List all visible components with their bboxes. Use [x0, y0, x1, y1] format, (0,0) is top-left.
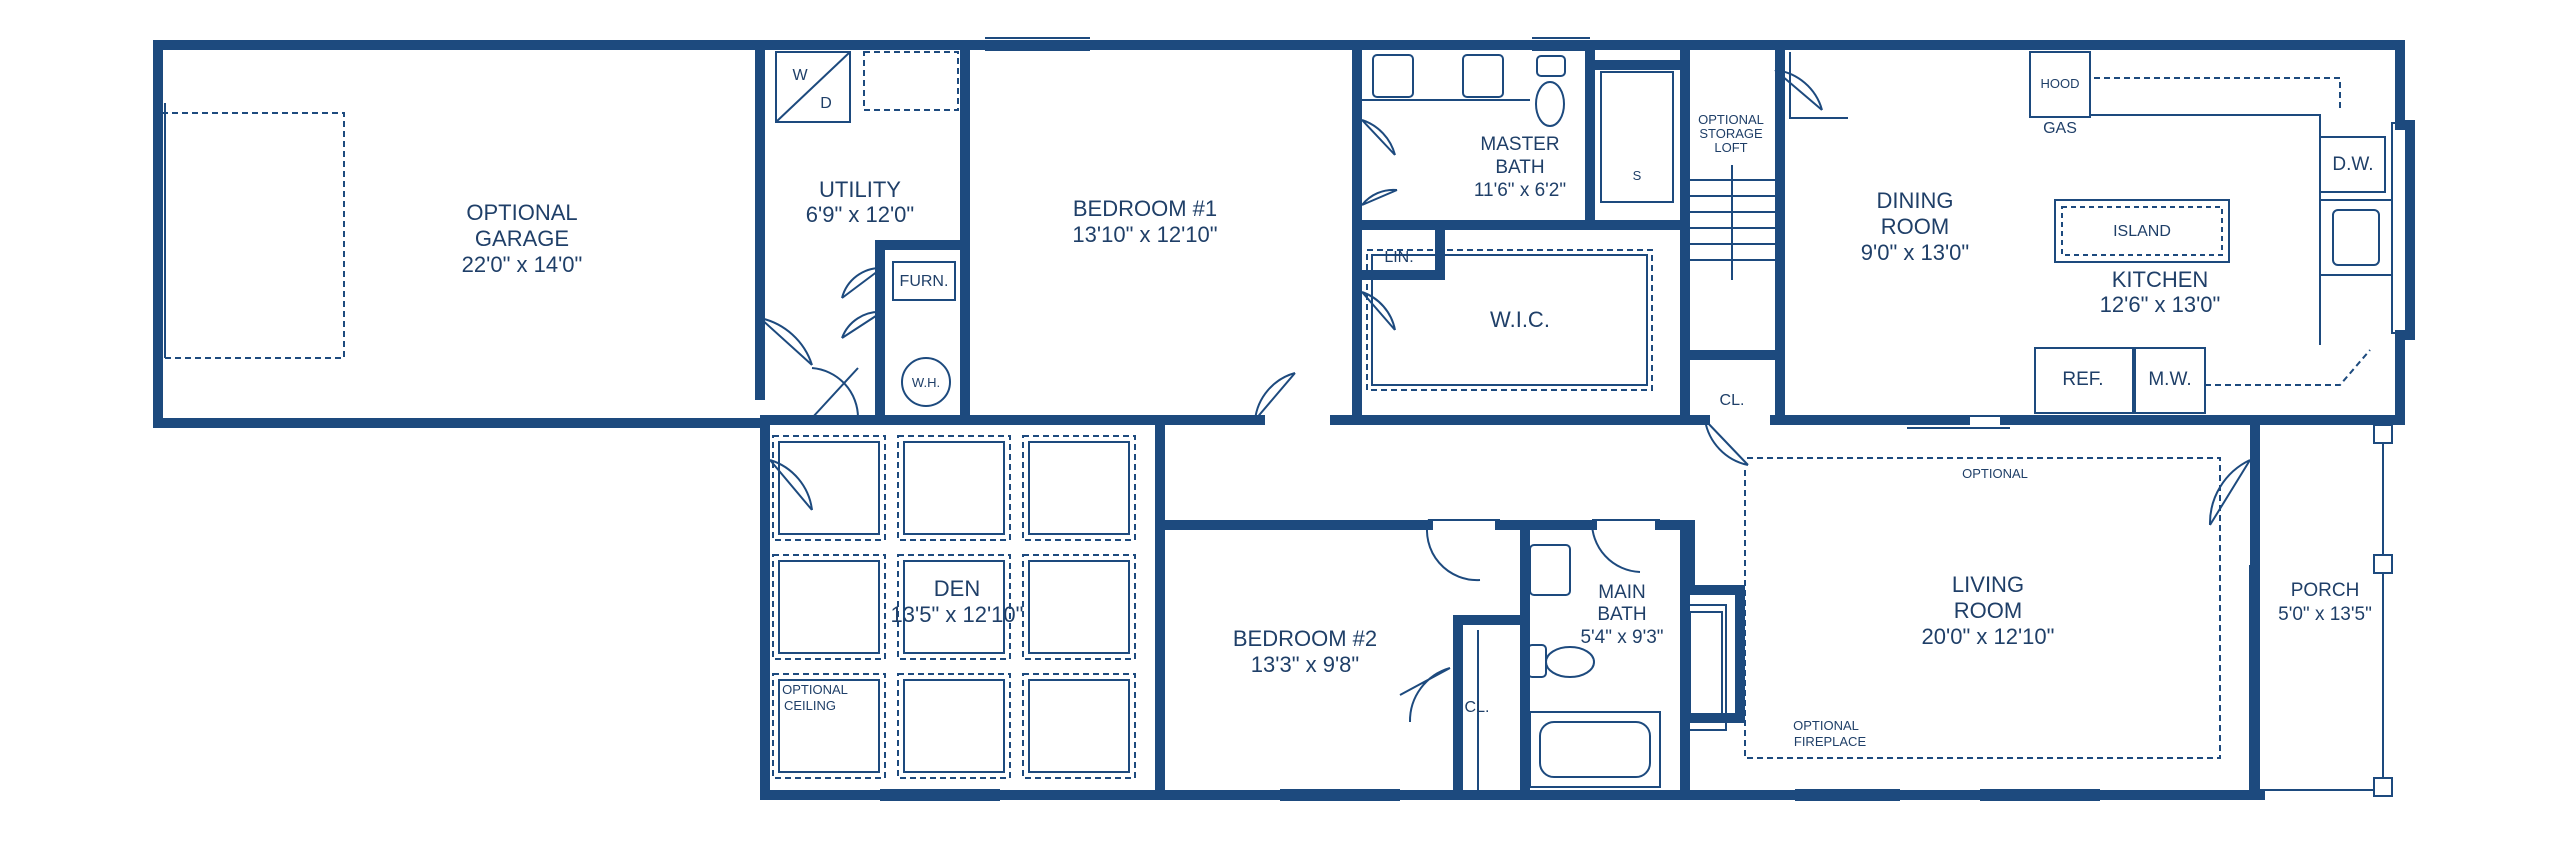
- fireplace-box: [1689, 611, 1723, 716]
- porch-dims: 5'0" x 13'5": [2278, 604, 2372, 625]
- south-wall: [760, 415, 2265, 800]
- island-outline: [2054, 199, 2230, 263]
- bedroom1-name: BEDROOM #1: [1073, 196, 1217, 221]
- den-ceiling-2: CEILING: [784, 698, 836, 713]
- fireplace-note-2: FIREPLACE: [1794, 734, 1867, 749]
- living-name-1: LIVING: [1952, 572, 2024, 597]
- door-swings: [759, 69, 2251, 723]
- linen-label: LIN.: [1384, 249, 1413, 266]
- optional-note: OPTIONAL: [1962, 466, 2028, 481]
- living-dims: 20'0" x 12'10": [1922, 624, 2055, 649]
- dw-box: [2319, 136, 2386, 193]
- dryer-label: D: [820, 95, 832, 112]
- main-toilet-tank: [1527, 644, 1547, 678]
- washer-dryer-divider: [775, 51, 851, 123]
- master-bath-dims: 11'6" x 6'2": [1474, 180, 1566, 201]
- bedroom2-name: BEDROOM #2: [1233, 626, 1377, 651]
- island-inner: [2061, 206, 2223, 256]
- wic-inner: [1371, 254, 1648, 386]
- garage-name-2: GARAGE: [475, 226, 569, 251]
- dining-dims: 9'0" x 13'0": [1861, 240, 1969, 265]
- upper-cabinets: [2089, 52, 2341, 108]
- bed2-closet-wall: [1453, 615, 1530, 800]
- room-labels: OPTIONAL GARAGE 22'0" x 14'0" UTILITY 6'…: [462, 67, 2374, 749]
- bedroom2-dims: 13'3" x 9'8": [1251, 652, 1359, 677]
- utility-dims: 6'9" x 12'0": [806, 202, 914, 227]
- vanity-sink-2: [1462, 54, 1504, 98]
- garage-wall-outer: [153, 40, 765, 428]
- garage-name-1: OPTIONAL: [466, 200, 577, 225]
- shower-label: S: [1633, 168, 1642, 183]
- garage-dims: 22'0" x 14'0": [462, 252, 583, 277]
- porch-post-3: [2373, 777, 2393, 797]
- walls: [153, 40, 2415, 800]
- fireplace-wall: [1680, 585, 1745, 723]
- storage-label-2: STORAGE: [1699, 126, 1763, 141]
- east-wall-upper: [2395, 40, 2415, 425]
- dining-name-2: ROOM: [1881, 214, 1949, 239]
- utility-name: UTILITY: [819, 177, 901, 202]
- kitchen-sink: [2332, 209, 2380, 266]
- porch-post-2: [2373, 554, 2393, 574]
- dw-label: D.W.: [2332, 154, 2373, 175]
- fireplace-note-1: OPTIONAL: [1793, 718, 1859, 733]
- mw-box: [2134, 347, 2206, 414]
- den-name: DEN: [934, 576, 980, 601]
- tub-basin: [1539, 721, 1651, 778]
- storage-label-3: LOFT: [1714, 140, 1747, 155]
- main-bath-name-1: MAIN: [1598, 582, 1646, 603]
- ref-label: REF.: [2062, 369, 2103, 390]
- wic-label: W.I.C.: [1490, 307, 1550, 332]
- den-dims: 13'5" x 12'10": [891, 602, 1024, 627]
- range-box: [2029, 51, 2091, 118]
- island-label: ISLAND: [2113, 223, 2171, 240]
- main-bath-dims: 5'4" x 9'3": [1580, 627, 1663, 648]
- main-bath-name-2: BATH: [1597, 604, 1646, 625]
- master-toilet-tank: [1536, 55, 1566, 77]
- den-ceiling-solid: [778, 441, 1130, 773]
- main-toilet-bowl: [1545, 646, 1595, 678]
- garage-dashed-outline: [161, 112, 345, 359]
- gas-label: GAS: [2043, 120, 2077, 137]
- water-heater-circle: [901, 357, 951, 407]
- shower-pan: [1600, 71, 1674, 203]
- lower-cabinets-dashed: [2205, 349, 2371, 386]
- furnace-box: [892, 261, 956, 301]
- washer-label: W: [792, 67, 808, 84]
- master-bath-name-1: MASTER: [1480, 134, 1559, 155]
- wic-shelves: [1366, 249, 1653, 391]
- washer-dryer-box: [775, 51, 851, 123]
- kitchen-name: KITCHEN: [2112, 267, 2209, 292]
- utility-closet-wall: [875, 240, 970, 425]
- porch-post-1: [2373, 424, 2393, 444]
- mw-label: M.W.: [2148, 369, 2191, 390]
- master-bath-name-2: BATH: [1495, 157, 1544, 178]
- furnace-label: FURN.: [900, 273, 949, 290]
- den-ceiling-1: OPTIONAL: [782, 682, 848, 697]
- main-bath-sink: [1529, 544, 1571, 596]
- fireplace-hearth: [1687, 604, 1727, 731]
- ref-box: [2034, 347, 2134, 414]
- stair-treads: [1690, 165, 1775, 280]
- porch-name: PORCH: [2291, 580, 2360, 601]
- hood-label: HOOD: [2041, 76, 2080, 91]
- hall-closet-label: CL.: [1720, 392, 1745, 409]
- water-heater-label: W.H.: [912, 375, 940, 390]
- bed2-closet-label: CL.: [1465, 699, 1490, 716]
- kitchen-dims: 12'6" x 13'0": [2100, 292, 2221, 317]
- storage-label-1: OPTIONAL: [1698, 112, 1764, 127]
- vanity-sink-1: [1372, 54, 1414, 98]
- living-name-2: ROOM: [1954, 598, 2022, 623]
- utility-cabinet: [863, 51, 959, 111]
- master-toilet-bowl: [1535, 81, 1565, 127]
- den-ceiling-coffers: [772, 435, 1136, 779]
- dining-name-1: DINING: [1877, 188, 1954, 213]
- kitchen-sink-box: [2319, 199, 2393, 276]
- bedroom1-dims: 13'10" x 12'10": [1072, 222, 1217, 247]
